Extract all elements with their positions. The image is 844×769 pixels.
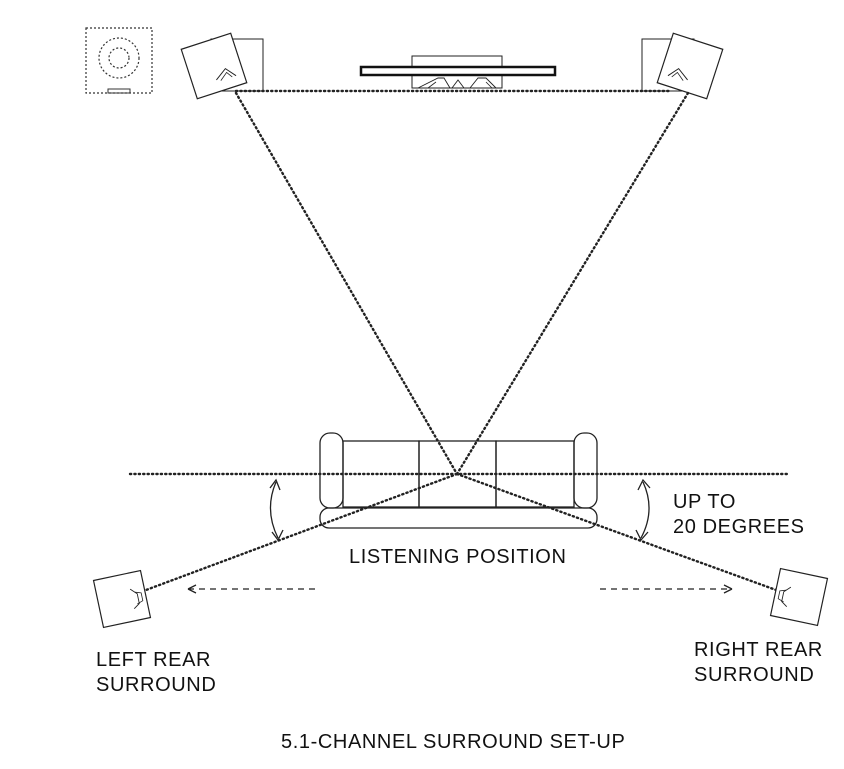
right-rear-direction-arrow xyxy=(600,584,733,594)
sofa-icon xyxy=(319,432,598,529)
subwoofer-icon xyxy=(85,27,153,94)
left-angle-arrow-icon xyxy=(269,478,284,542)
right-angle-arrow-icon xyxy=(635,478,651,542)
front-speaker-lines xyxy=(234,89,690,476)
right-rear-label-line1: RIGHT REAR xyxy=(694,639,823,661)
right-rear-label-line2: SURROUND xyxy=(694,664,815,686)
front-right-speaker-icon xyxy=(641,32,724,100)
left-rear-speaker-icon xyxy=(92,569,152,629)
tv-center-speaker-icon xyxy=(359,55,557,89)
angle-label-line2: 20 DEGREES xyxy=(673,516,805,538)
front-left-speaker-icon xyxy=(180,32,264,100)
angle-label-line1: UP TO xyxy=(673,491,737,513)
left-rear-label-line2: SURROUND xyxy=(96,674,217,696)
left-rear-direction-arrow xyxy=(187,584,320,594)
left-rear-label-line1: LEFT REAR xyxy=(96,649,212,671)
rear-speaker-lines xyxy=(144,472,778,592)
right-rear-speaker-icon xyxy=(769,567,829,627)
diagram-caption: 5.1-CHANNEL SURROUND SET-UP xyxy=(281,731,626,753)
listening-position-label: LISTENING POSITION xyxy=(349,546,567,568)
